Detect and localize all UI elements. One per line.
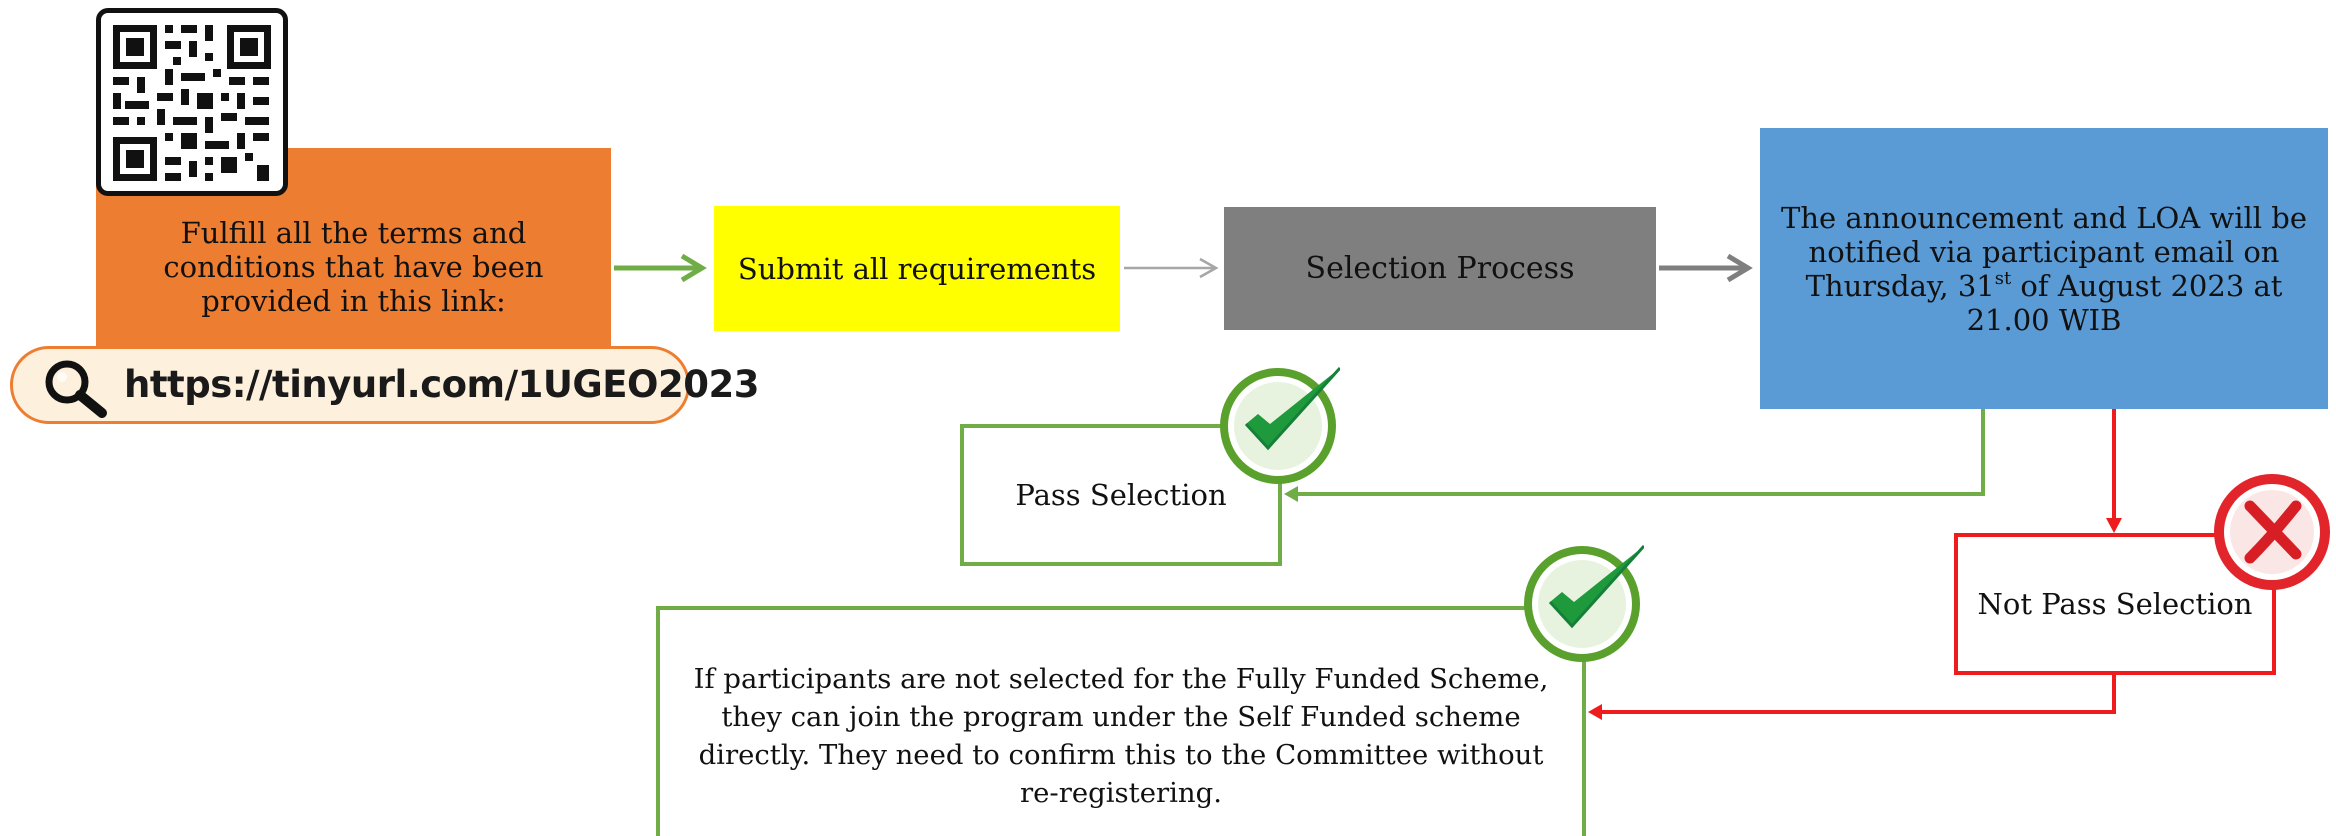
date-superscript: st — [1994, 267, 2012, 289]
arrow-announcement-to-pass — [1284, 409, 1985, 502]
qr-code-icon — [113, 25, 271, 181]
step-submit-box: Submit all requirements — [714, 206, 1120, 331]
flow-connectors — [614, 253, 2122, 720]
pass-selection-text: Pass Selection — [1015, 478, 1227, 512]
arrow-submit-to-selection — [1124, 257, 1219, 279]
qr-code-card — [96, 8, 288, 196]
step-announcement-box: The announcement and LOA will be notifie… — [1760, 128, 2328, 409]
step-fulfill-box: Fulfill all the terms and conditions tha… — [96, 148, 611, 346]
not-pass-selection-text: Not Pass Selection — [1977, 587, 2253, 621]
not-pass-selection-box: Not Pass Selection — [1954, 533, 2276, 675]
step-submit-text: Submit all requirements — [737, 251, 1097, 286]
arrow-not-pass-to-self-funded — [1588, 675, 2116, 720]
cross-badge-icon — [2214, 474, 2330, 590]
step-announcement-text: The announcement and LOA will be notifie… — [1780, 200, 2307, 337]
check-badge-icon — [1524, 544, 1644, 662]
arrow-selection-to-announcement — [1659, 253, 1753, 283]
step-selection-text: Selection Process — [1305, 251, 1575, 286]
arrow-fulfill-to-submit — [614, 253, 707, 283]
self-funded-text: If participants are not selected for the… — [693, 663, 1549, 809]
arrow-announcement-to-not-pass — [2106, 409, 2122, 533]
link-pill[interactable] — [10, 346, 690, 424]
check-badge-icon — [1220, 366, 1340, 484]
link-url[interactable]: https://tinyurl.com/1UGEO2023 — [124, 363, 760, 406]
step-selection-box: Selection Process — [1224, 207, 1656, 330]
search-icon — [45, 360, 107, 418]
step-fulfill-text: Fulfill all the terms and conditions tha… — [163, 216, 544, 318]
self-funded-box: If participants are not selected for the… — [656, 606, 1586, 836]
